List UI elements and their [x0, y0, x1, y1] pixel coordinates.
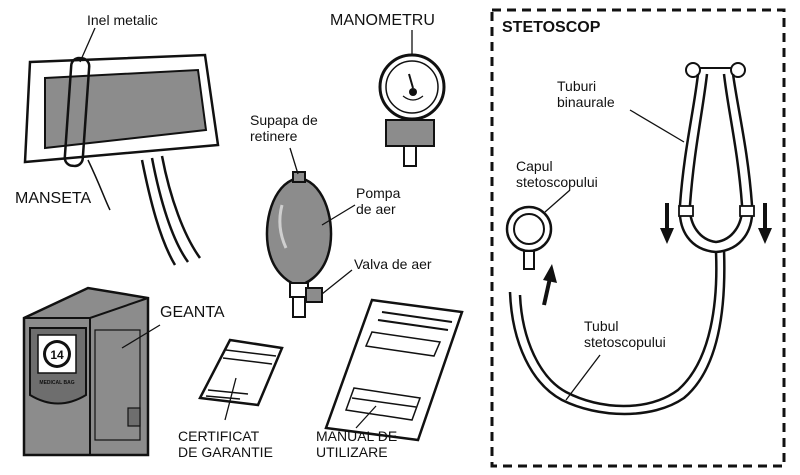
bag-badge-text: MEDICAL BAG [39, 380, 74, 386]
bag [22, 286, 150, 457]
leader-inel [79, 27, 96, 63]
label-supapa: Supapa de retinere [250, 112, 318, 144]
leader-tubul [565, 354, 601, 401]
label-stetoscop: STETOSCOP [502, 19, 601, 36]
leader-supapa [289, 147, 299, 175]
leader-pompa [321, 204, 356, 226]
leader-manual [355, 405, 377, 429]
label-manual: MANUAL DE UTILIZARE [316, 428, 398, 460]
air-pump [265, 171, 333, 318]
leader-capul [544, 189, 571, 213]
label-certificat: CERTIFICAT DE GARANTIE [178, 428, 273, 460]
bag-badge-number: 14 [50, 348, 64, 362]
label-tuburi: Tuburi binaurale [557, 78, 615, 110]
leader-geanta [121, 324, 161, 349]
leader-tuburi [629, 109, 685, 143]
cuff [23, 53, 220, 266]
label-tubul: Tubul stetoscopului [584, 318, 666, 350]
label-manometru: MANOMETRU [330, 12, 435, 29]
arrows [542, 203, 772, 306]
stethoscope-panel [490, 8, 786, 468]
label-inel-metalic: Inel metalic [87, 12, 158, 28]
leader-valva [321, 269, 353, 295]
certificate [198, 338, 284, 407]
label-manseta: MANSETA [15, 190, 92, 207]
label-pompa: Pompa de aer [356, 185, 401, 217]
label-valva: Valva de aer [354, 256, 432, 272]
manual [324, 298, 464, 442]
leader-certificat [224, 377, 237, 421]
label-capul: Capul stetoscopului [516, 158, 598, 190]
stethoscope [505, 62, 755, 416]
manometer [378, 53, 446, 167]
label-geanta: GEANTA [160, 304, 225, 321]
